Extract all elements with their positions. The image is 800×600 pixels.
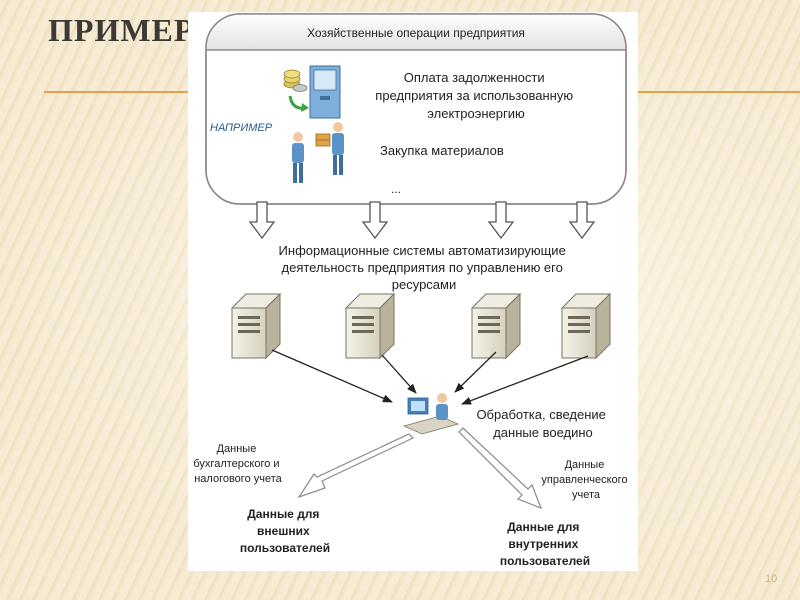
operation-1-line-1: Оплата задолженности (404, 70, 545, 85)
left-flow-line-2: бухгалтерского и (193, 458, 279, 470)
processing-line-2: данные воедино (493, 425, 593, 440)
output-arrows (297, 427, 543, 510)
purchase-people-icon (292, 122, 344, 183)
arrow-to-external-icon (297, 433, 415, 499)
connector-arrow (271, 349, 393, 403)
server-icon (344, 292, 396, 360)
workstation-icon (402, 393, 460, 435)
left-flow-line-3: налогового учета (194, 473, 282, 485)
internal-users-target: Данные для внутренних пользователей (500, 520, 590, 568)
operations-box: Хозяйственные операции предприятия (205, 13, 627, 205)
connector-arrow (461, 355, 589, 405)
slide-title: ПРИМЕР (48, 12, 195, 48)
external-target-line-1: Данные для (247, 507, 319, 521)
connector-arrow (381, 354, 417, 394)
server-icon (560, 292, 612, 360)
right-flow-line-1: Данные (565, 459, 605, 471)
operation-1-line-3: электроэнергию (427, 106, 525, 121)
operation-1-line-2: предприятия за использованную (375, 88, 573, 103)
ellipsis-text: ... (391, 182, 401, 196)
info-systems-line-1: Информационные системы автоматизирующие (279, 243, 566, 258)
info-systems-line-3: ресурсами (392, 277, 456, 292)
server-icon (470, 292, 522, 360)
right-flow-line-3: учета (572, 489, 601, 501)
left-flow-line-1: Данные (217, 443, 257, 455)
slide-number: 10 (765, 573, 778, 585)
arrow-to-internal-icon (458, 427, 543, 510)
external-target-line-2: внешних (257, 524, 310, 538)
right-flow-line-2: управленческого (541, 474, 627, 486)
right-flow-label: Данные управленческого учета (541, 459, 630, 501)
example-label: НАПРИМЕР (210, 122, 273, 134)
down-arrow-icon (248, 201, 276, 240)
external-target-line-3: пользователей (240, 541, 330, 555)
payment-icon (283, 65, 341, 119)
info-systems-line-2: деятельность предприятия по управлению е… (282, 260, 563, 275)
operation-2-text: Закупка материалов (380, 143, 504, 158)
down-arrow-icon (487, 201, 515, 240)
internal-target-line-2: внутренних (508, 537, 578, 551)
processing-text: Обработка, сведение данные воедино (476, 407, 609, 440)
external-users-target: Данные для внешних пользователей (240, 507, 330, 555)
server-connector-arrows (271, 349, 589, 405)
server-icon (230, 292, 282, 360)
processing-line-1: Обработка, сведение (476, 407, 605, 422)
left-flow-label: Данные бухгалтерского и налогового учета (193, 443, 282, 485)
info-systems-text: Информационные системы автоматизирующие … (279, 243, 570, 292)
internal-target-line-3: пользователей (500, 554, 590, 568)
internal-target-line-1: Данные для (507, 520, 579, 534)
down-arrow-icon (568, 201, 596, 240)
operations-header: Хозяйственные операции предприятия (307, 26, 525, 40)
down-arrow-icon (361, 201, 389, 240)
connector-arrow (454, 351, 497, 393)
operation-1-text: Оплата задолженности предприятия за испо… (375, 70, 576, 121)
down-arrows (248, 201, 596, 240)
